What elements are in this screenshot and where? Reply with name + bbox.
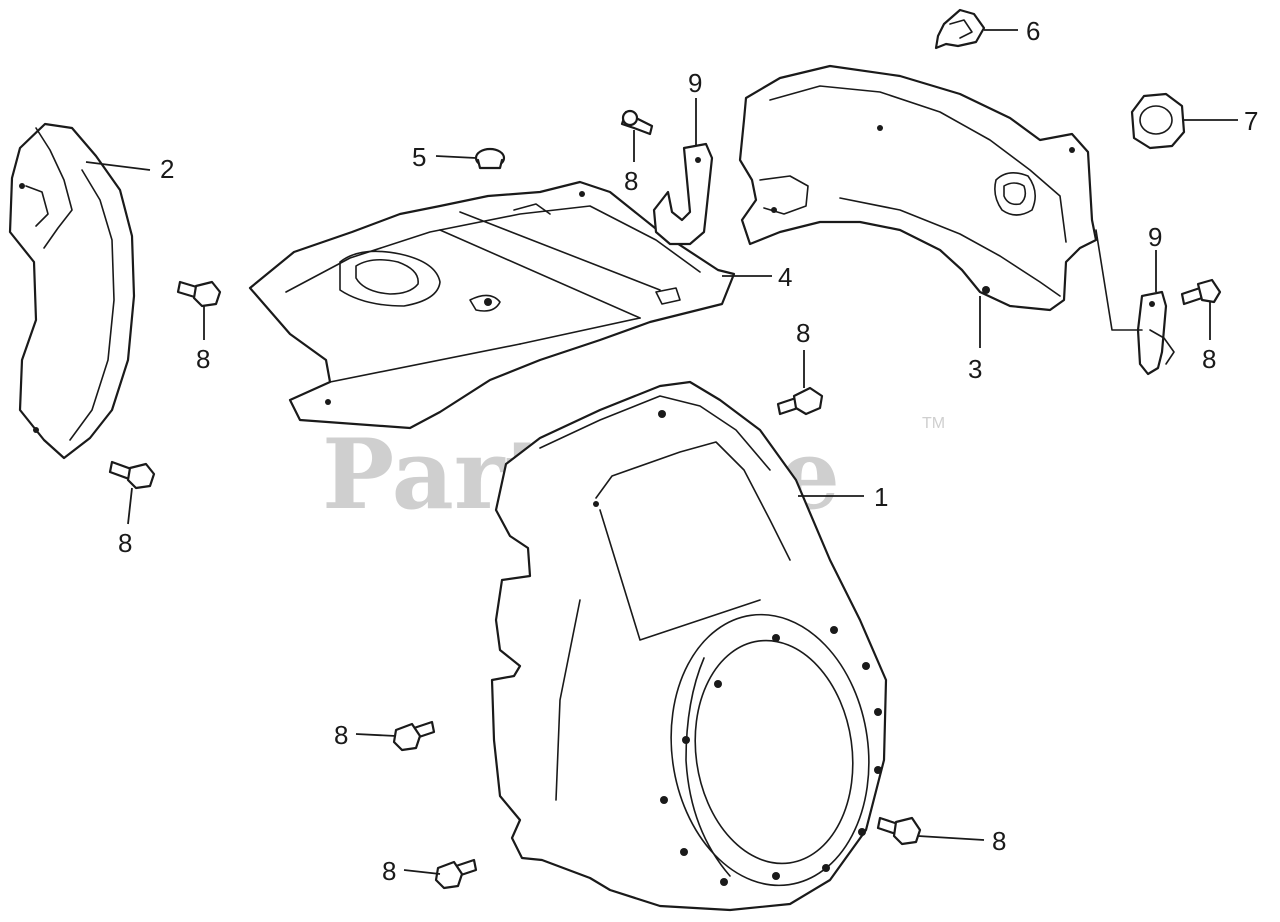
part-1-blower-housing <box>490 380 888 912</box>
callout-8-left-bottom: 8 <box>118 528 132 558</box>
callout-8-center: 8 <box>796 318 810 348</box>
part-6-clip <box>934 8 986 50</box>
part-8-bolt-h <box>434 858 478 890</box>
part-3-right-shroud <box>738 64 1098 312</box>
part-8-bolt-e <box>1180 278 1222 306</box>
callout-7: 7 <box>1244 106 1258 136</box>
part-8-bolt-f <box>392 720 436 752</box>
callout-2: 2 <box>160 154 174 184</box>
part-8-bolt-g <box>876 816 922 846</box>
callout-5: 5 <box>412 142 426 172</box>
part-8-bolt-d <box>776 386 824 416</box>
callout-1: 1 <box>874 482 888 512</box>
callout-4: 4 <box>778 262 792 292</box>
callout-9-right: 9 <box>1148 222 1162 252</box>
watermark-trademark: TM <box>922 415 945 432</box>
part-8-bolt-c <box>620 109 654 136</box>
callout-9-left: 9 <box>688 68 702 98</box>
part-4-top-plate <box>248 180 736 430</box>
callout-6: 6 <box>1026 16 1040 46</box>
part-9-clamp-right <box>1136 290 1175 376</box>
callout-8-right: 8 <box>1202 344 1216 374</box>
callout-8-bottom-right: 8 <box>992 826 1006 856</box>
part-7-nut <box>1130 92 1186 150</box>
callout-8-bottom: 8 <box>382 856 396 886</box>
callout-8-left-top: 8 <box>196 344 210 374</box>
callout-8-top-center: 8 <box>624 166 638 196</box>
callout-8-bottom-left: 8 <box>334 720 348 750</box>
part-8-bolt-a <box>176 280 222 308</box>
part-2-side-cover <box>8 122 136 460</box>
part-8-bolt-b <box>108 460 156 490</box>
part-9-clamp-left <box>652 142 714 246</box>
callout-labels: 1 2 3 4 5 6 7 8 8 8 8 8 8 8 8 9 9 <box>118 16 1258 886</box>
cable-line <box>1095 229 1143 331</box>
part-5-plug <box>474 147 506 170</box>
leader-lines <box>85 29 1238 875</box>
callout-3: 3 <box>968 354 982 384</box>
